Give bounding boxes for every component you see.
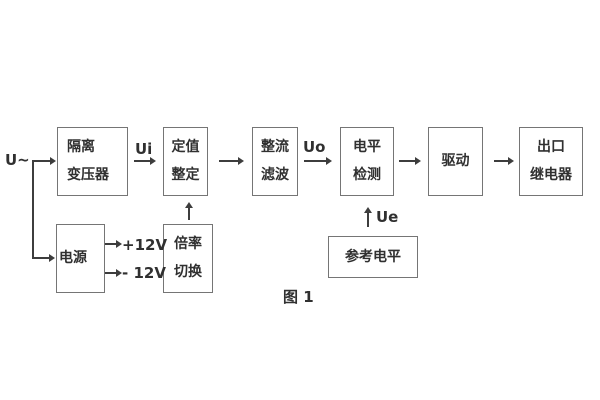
label-minus-12v: - 12V bbox=[122, 264, 166, 282]
block-label-line: 整定 bbox=[171, 167, 200, 183]
block-driver: 驱动 bbox=[428, 127, 483, 196]
block-label-line: 变压器 bbox=[67, 167, 109, 183]
arrow-head-right-icon bbox=[238, 157, 244, 165]
arrow-shaft bbox=[33, 160, 51, 162]
label-ui: Ui bbox=[135, 140, 153, 158]
block-isolation-transformer: 隔离变压器 bbox=[57, 127, 128, 196]
arrow-shaft bbox=[367, 212, 369, 227]
arrow-shaft bbox=[219, 160, 239, 162]
arrow-shaft bbox=[33, 257, 50, 259]
block-rectifier-filter: 整流滤波 bbox=[252, 127, 298, 196]
block-output-relay: 出口继电器 bbox=[519, 127, 583, 196]
power-plus12-arrow bbox=[105, 240, 122, 248]
arrow-shaft bbox=[105, 243, 117, 245]
block-level-detector: 电平检测 bbox=[340, 127, 394, 196]
level-to-driver-arrow bbox=[399, 157, 421, 165]
label-plus-12v: +12V bbox=[122, 236, 168, 254]
arrow-head-right-icon bbox=[116, 269, 122, 277]
label-uo: Uo bbox=[303, 138, 326, 156]
arrow-head-up-icon bbox=[364, 207, 372, 213]
driver-to-relay-arrow bbox=[494, 157, 514, 165]
arrow-shaft bbox=[494, 160, 509, 162]
block-label-line: 检测 bbox=[353, 167, 381, 183]
block-label-line: 定值 bbox=[171, 139, 200, 155]
rectifier-to-level-arrow bbox=[304, 157, 332, 165]
setpoint-to-rectifier-arrow bbox=[219, 157, 244, 165]
block-label-line: 出口 bbox=[537, 139, 565, 155]
block-label-line: 继电器 bbox=[530, 167, 572, 183]
arrow-shaft bbox=[134, 160, 151, 162]
block-setpoint-adjust: 定值整定 bbox=[163, 127, 208, 196]
arrow-shaft bbox=[188, 207, 190, 220]
arrow-head-right-icon bbox=[415, 157, 421, 165]
arrow-head-right-icon bbox=[50, 157, 56, 165]
arrow-head-right-icon bbox=[326, 157, 332, 165]
arrow-head-right-icon bbox=[150, 157, 156, 165]
input-to-power-arrow bbox=[33, 254, 55, 262]
reference-to-level-arrow bbox=[364, 207, 372, 227]
arrow-head-right-icon bbox=[508, 157, 514, 165]
block-label-line: 电平 bbox=[353, 139, 381, 155]
arrow-head-right-icon bbox=[116, 240, 122, 248]
arrow-shaft bbox=[399, 160, 416, 162]
block-label-line: 参考电平 bbox=[345, 248, 401, 265]
label-input-voltage: U~ bbox=[5, 151, 30, 169]
block-power-supply: 电源 bbox=[56, 224, 105, 293]
block-label-line: 驱动 bbox=[441, 153, 470, 169]
block-label-line: 电源 bbox=[59, 250, 87, 266]
block-ratio-switch: 倍率切换 bbox=[163, 224, 213, 293]
power-minus12-arrow bbox=[105, 269, 122, 277]
arrow-head-right-icon bbox=[49, 254, 55, 262]
block-label-line: 切换 bbox=[174, 264, 202, 280]
input-to-transformer-arrow bbox=[33, 157, 56, 165]
figure-caption: 图 1 bbox=[283, 288, 314, 306]
block-reference-level: 参考电平 bbox=[328, 236, 418, 278]
label-ue: Ue bbox=[376, 208, 399, 226]
arrow-shaft bbox=[304, 160, 327, 162]
arrow-shaft bbox=[105, 272, 117, 274]
ratio-to-setpoint-arrow bbox=[185, 202, 193, 220]
input-branch-rail bbox=[32, 160, 34, 259]
block-label-line: 隔离 bbox=[67, 139, 95, 155]
block-label-line: 滤波 bbox=[261, 167, 289, 183]
arrow-head-up-icon bbox=[185, 202, 193, 208]
block-label-line: 倍率 bbox=[174, 236, 202, 252]
block-label-line: 整流 bbox=[261, 139, 289, 155]
transformer-to-setpoint-arrow bbox=[134, 157, 156, 165]
